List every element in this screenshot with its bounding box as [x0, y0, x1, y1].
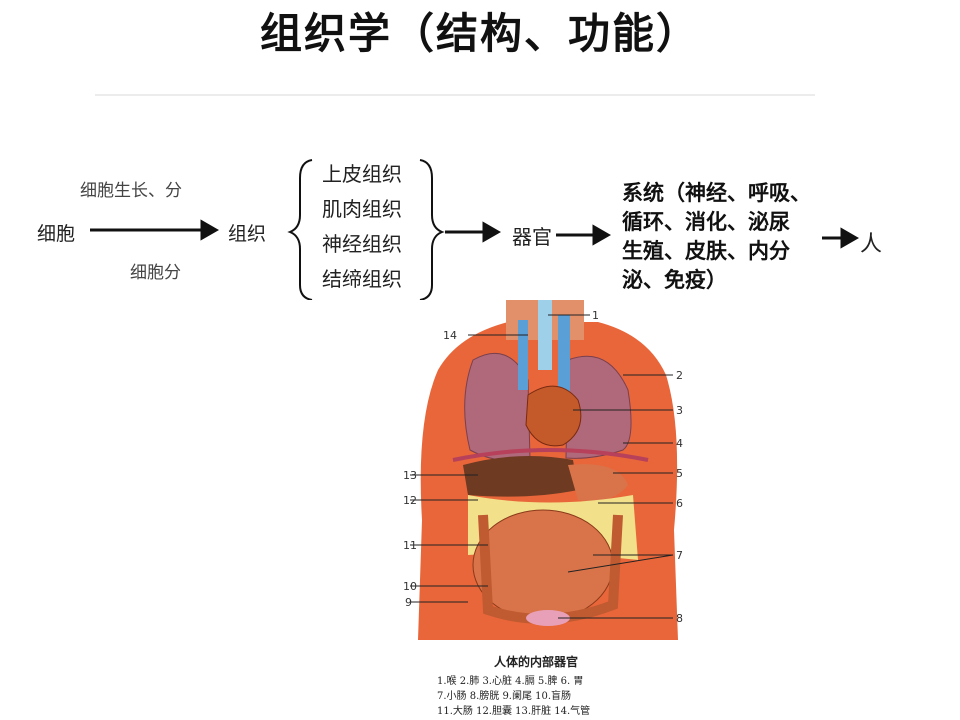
legend-line-3: 11.大肠 12.胆囊 13.肝脏 14.气管 [437, 706, 591, 717]
arrowhead [840, 227, 860, 249]
label-11: 11 [403, 539, 417, 552]
label-1: 1 [592, 309, 599, 322]
divider [95, 94, 815, 96]
tissue-type-epithelial: 上皮组织 [322, 162, 402, 186]
left-brace [287, 159, 313, 300]
label-5: 5 [676, 467, 683, 480]
small-intestine [472, 509, 614, 621]
arrowhead [200, 219, 220, 241]
tissue-type-connective: 结缔组织 [322, 267, 402, 291]
right-brace [419, 159, 445, 300]
tissue-type-nerve: 神经组织 [322, 232, 402, 256]
label-13: 13 [403, 469, 417, 482]
human-label: 人 [860, 232, 883, 257]
arrowhead [592, 224, 612, 246]
diaphragm [452, 448, 649, 462]
label-10: 10 [403, 580, 417, 593]
tissue-type-muscle: 肌肉组织 [322, 197, 402, 221]
cell-label: 细胞 [37, 223, 76, 245]
legend-line-1: 1.喉 2.肺 3.心脏 4.膈 5.脾 6. 胃 [437, 676, 584, 687]
heart [525, 385, 582, 447]
system-line-3: 生殖、皮肤、内分 [622, 239, 790, 263]
page-title: 组织学（结构、功能） [259, 9, 700, 58]
division-label: 细胞分 [130, 263, 181, 283]
label-7: 7 [676, 549, 683, 562]
label-14: 14 [443, 329, 457, 342]
trachea [538, 300, 552, 370]
label-3: 3 [676, 404, 683, 417]
label-6: 6 [676, 497, 683, 510]
anatomy-figure [410, 300, 678, 640]
label-12: 12 [403, 494, 417, 507]
system-line-1: 系统（神经、呼吸、 [622, 181, 811, 205]
bladder [526, 610, 570, 626]
growth-label: 细胞生长、分 [80, 181, 182, 201]
right-lung [565, 355, 632, 459]
vessel [558, 315, 570, 395]
label-2: 2 [676, 369, 683, 382]
figure-caption: 人体的内部器官 [494, 655, 579, 669]
organ-label: 器官 [512, 225, 552, 249]
label-4: 4 [676, 437, 683, 450]
legend-line-2: 7.小肠 8.膀胱 9.阑尾 10.盲肠 [437, 691, 572, 702]
vessel [518, 320, 528, 390]
system-line-2: 循环、消化、泌尿 [622, 210, 790, 234]
system-line-4: 泌、免疫） [622, 268, 727, 292]
tissue-label: 组织 [228, 223, 267, 245]
flow-arrows [90, 159, 860, 300]
liver [463, 456, 578, 497]
label-9: 9 [405, 596, 412, 609]
arrowhead [482, 221, 502, 243]
label-8: 8 [676, 612, 683, 625]
